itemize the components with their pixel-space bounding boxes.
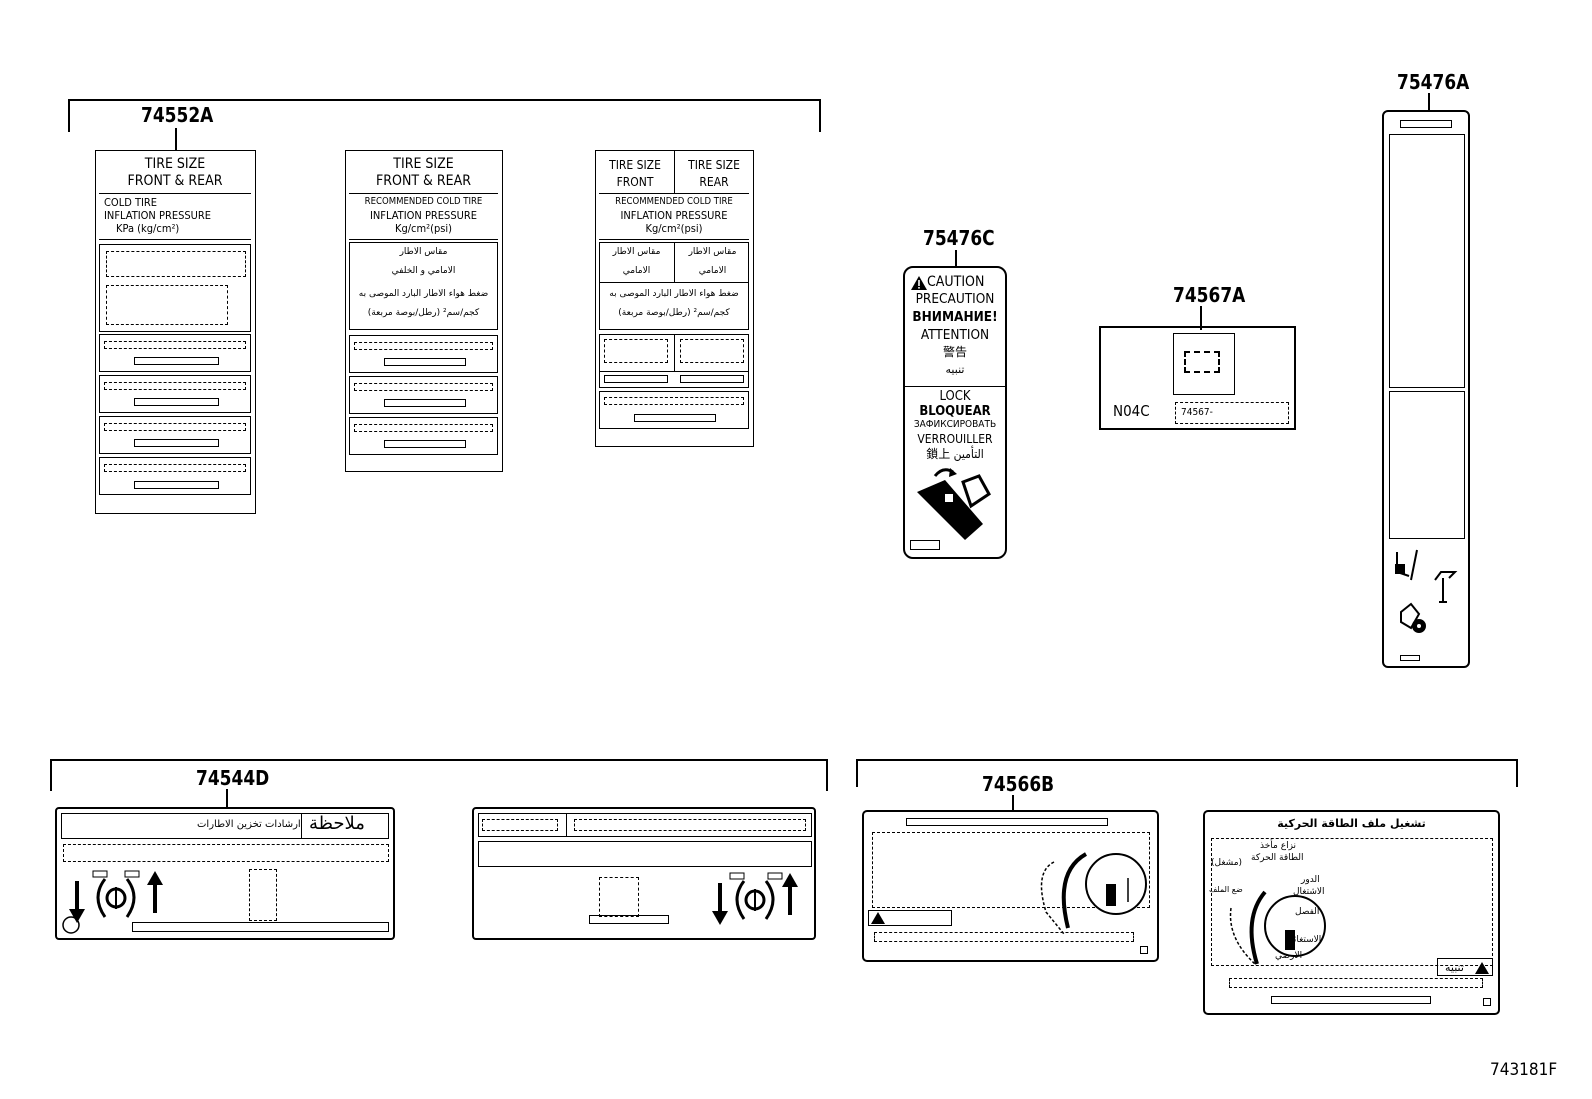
circle-icon — [62, 916, 80, 934]
pressure-line-2: INFLATION PRESSURE — [104, 209, 212, 222]
callout-9: الاستغاثة — [1289, 935, 1322, 945]
callout-6: الدور — [1301, 875, 1320, 885]
warning-triangle-icon — [871, 912, 885, 924]
arabic-warning-text: تنبيه — [945, 363, 965, 376]
bracket-74552A — [68, 99, 820, 101]
arabic-tire-size: مقاس الاطار — [399, 247, 448, 257]
leader-line — [1012, 795, 1014, 811]
tire-size-title: TIRE SIZE — [393, 156, 454, 172]
part-number-74552A: 74552A — [141, 103, 214, 127]
warning-triangle-icon — [911, 276, 927, 290]
pressure-line-1: RECOMMENDED COLD TIRE — [615, 196, 733, 207]
callout-3: (مشغل) — [1211, 858, 1243, 868]
rear-tire-size: TIRE SIZE — [688, 158, 740, 172]
tire-label-front-rear-arabic: TIRE SIZE FRONT & REAR RECOMMENDED COLD … — [345, 150, 503, 472]
bracket-right-tick — [819, 99, 821, 132]
bracket-left-tick — [68, 99, 70, 132]
leader-line — [1428, 93, 1430, 111]
caution-lock-label: CAUTION PRECAUTION ВНИМАНИЕ! ATTENTION 警… — [903, 266, 1007, 559]
lock-asian-arabic-text: 鎖上 التأمين — [926, 447, 984, 461]
charge-heading: تشغيل ملف الطاقة الحركية — [1277, 817, 1426, 830]
model-code: N04C — [1113, 402, 1150, 420]
chinese-warning-text: 警告 — [942, 345, 967, 359]
warning-triangle-icon — [1475, 962, 1489, 974]
part-number-75476A: 75476A — [1397, 70, 1470, 94]
callout-1: نزاع مأخذ — [1260, 841, 1297, 851]
attention-text: ATTENTION — [920, 327, 990, 343]
bracket-left-tick — [856, 759, 858, 787]
notice-heading: ملاحظة — [309, 813, 365, 834]
part-field: 74567- — [1181, 407, 1213, 418]
part-number-74567A: 74567A — [1173, 283, 1246, 307]
tire-size-subtitle: FRONT & REAR — [376, 173, 471, 189]
bracket-74566B — [856, 759, 1517, 761]
part-number-74566B: 74566B — [982, 772, 1055, 796]
tire-rotation-icon — [69, 870, 163, 923]
tire-size-subtitle: FRONT & REAR — [127, 173, 223, 189]
precaution-text: PRECAUTION — [915, 291, 995, 307]
rear-label: REAR — [699, 175, 729, 189]
label-75476A — [1382, 110, 1470, 668]
tire-label-front-rear-split: TIRE SIZE FRONT TIRE SIZE REAR RECOMMEND… — [595, 150, 754, 447]
tire-size-title: TIRE SIZE — [144, 156, 206, 172]
leader-line — [955, 250, 957, 267]
charge-port-icon — [1229, 890, 1326, 965]
bloquear-text: BLOQUEAR — [919, 404, 991, 419]
charge-label-blank — [862, 810, 1159, 962]
lock-lever-icon — [917, 468, 991, 540]
charge-port-icon — [1040, 852, 1147, 935]
bracket-left-tick — [50, 759, 52, 791]
pressure-line-2: INFLATION PRESSURE — [369, 209, 477, 222]
arabic-unit: كجم/سم² (رطل/بوصة مربعة) — [367, 308, 480, 318]
tire-label-front-rear: TIRE SIZE FRONT & REAR COLD TIRE INFLATI… — [95, 150, 256, 514]
notice-subheading: ارشادات تخزين الاطارات — [197, 819, 301, 830]
caution-text: CAUTION — [927, 274, 985, 290]
leader-line — [226, 789, 228, 808]
part-number-75476C: 75476C — [923, 226, 995, 250]
pressure-line-1: COLD TIRE — [104, 196, 158, 209]
label-74567A: N04C 74567- — [1099, 326, 1296, 430]
pressure-unit: KPa (kg/cm²) — [116, 222, 180, 235]
caution-arabic: تنبيه — [1445, 961, 1464, 974]
arabic-front-rear: الامامي و الخلفي — [391, 266, 456, 276]
charge-label-arabic: تشغيل ملف الطاقة الحركية نزاع مأخذ الطاق… — [1203, 810, 1500, 1015]
pressure-line-1: RECOMMENDED COLD TIRE — [364, 196, 483, 207]
callout-8: الفصل — [1295, 907, 1320, 917]
notice-label-blank — [472, 807, 816, 940]
pressure-line-2: INFLATION PRESSURE — [620, 209, 728, 222]
vnimanie-text: ВНИМАНИЕ! — [912, 309, 998, 325]
pressure-unit: Kg/cm²(psi) — [645, 222, 703, 235]
verrouiller-text: VERROUILLER — [917, 432, 993, 446]
pressure-unit: Kg/cm²(psi) — [394, 222, 453, 235]
callout-7: الاشتغال — [1293, 887, 1325, 897]
arabic-pressure: ضغط هواء الاطار البارد الموصى به — [358, 289, 489, 299]
bracket-right-tick — [826, 759, 828, 791]
notice-label-arabic: ملاحظة ارشادات تخزين الاطارات — [55, 807, 395, 940]
leader-line — [175, 128, 177, 150]
arabic-unit: كجم/سم² (رطل/بوصة مربعة) — [618, 308, 730, 318]
arabic-front-1: مقاس الاطار — [612, 247, 661, 257]
diagram-id: 743181F — [1490, 1060, 1558, 1080]
callout-2: الطاقة الحركة — [1251, 853, 1304, 863]
part-number-74544D: 74544D — [196, 766, 270, 790]
callout-5: ضع الملف — [1209, 885, 1243, 894]
zafiksirovat-text: ЗАФИКСИРОВАТЬ — [913, 419, 997, 430]
pictogram-icon — [1395, 549, 1458, 633]
leader-line — [1200, 306, 1202, 330]
bracket-74544D — [50, 759, 828, 761]
tire-rotation-icon — [712, 872, 798, 925]
front-tire-size: TIRE SIZE — [609, 158, 661, 172]
front-label: FRONT — [616, 175, 654, 189]
bracket-right-tick — [1516, 759, 1518, 787]
lock-text: LOCK — [939, 389, 971, 404]
arabic-pressure: ضغط هواء الاطار البارد الموصى به — [609, 289, 739, 299]
arabic-rear-1: مقاس الاطار — [688, 247, 737, 257]
arabic-rear-2: الامامي — [698, 266, 727, 276]
arabic-front-2: الامامي — [622, 266, 651, 276]
